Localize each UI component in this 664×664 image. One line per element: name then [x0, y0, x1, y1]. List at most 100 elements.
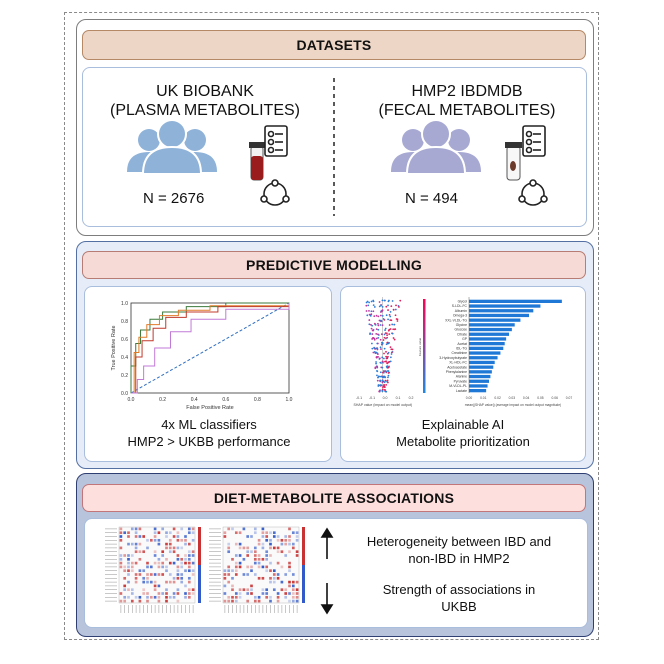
heatmap-cell [295, 592, 299, 595]
diet-header: DIET-METABOLITE ASSOCIATIONS [82, 484, 586, 512]
heatmap-cell [130, 554, 134, 557]
shap-feature-label: GP [462, 337, 468, 341]
heatmap-cell [142, 592, 146, 595]
heatmap-cell [180, 565, 184, 569]
heatmap-cell [187, 592, 191, 595]
heatmap-cell [253, 595, 257, 599]
heatmap-cell [231, 527, 234, 531]
shap-dot [383, 388, 386, 391]
shap-dot [368, 319, 371, 321]
heatmap-cell [134, 546, 138, 550]
heterogeneity-line2: non-IBD in HMP2 [408, 551, 510, 566]
heatmaps [105, 526, 305, 613]
shap-dot [398, 306, 400, 308]
heatmap-cell [138, 535, 142, 538]
heatmap-cell [265, 550, 269, 554]
heatmap-cell [165, 542, 168, 546]
heatmap-cell [295, 588, 299, 592]
heatmap-cell [284, 535, 288, 538]
strength-line1: Strength of associations in [382, 582, 536, 597]
shap-bar-tick: 0.00 [466, 396, 473, 400]
heatmap-cell [176, 599, 180, 603]
heatmap-cell [269, 580, 272, 584]
shap-dot [377, 315, 380, 318]
shap-dot [381, 376, 384, 379]
shap-beeswarm-tick: 0.0 [383, 396, 388, 400]
heatmap-cell [269, 546, 272, 550]
shap-bar [469, 370, 492, 374]
shap-dot [389, 360, 392, 363]
heatmap-cell [288, 527, 291, 531]
shap-dot [379, 375, 382, 378]
shap-bar [469, 360, 495, 365]
roc-curve [131, 303, 290, 394]
heatmap-cell [288, 535, 291, 538]
heatmap-cell [291, 595, 295, 599]
heatmap-cell [257, 599, 261, 603]
shap-dot [386, 336, 389, 339]
shap-dot [379, 371, 382, 374]
shap-bar [469, 365, 494, 369]
heatmap-cell [161, 550, 165, 554]
shap-dot [384, 327, 387, 330]
heatmap-cell [138, 595, 142, 599]
heatmap-cell [257, 565, 261, 569]
heatmap-cell [153, 584, 157, 588]
heatmap-cell [265, 535, 269, 538]
roc-ylabel: True Positive Rate [111, 325, 117, 370]
shap-dot [385, 314, 388, 317]
heatmap-cell [123, 595, 127, 599]
heatmap-cell [165, 588, 168, 592]
shap-dot [376, 356, 378, 358]
shap-dot [390, 305, 393, 308]
shap-colorbar-label: Feature value [418, 338, 422, 357]
shap-dot [370, 327, 373, 330]
heatmap-cell [130, 561, 134, 565]
heatmap-cell [184, 569, 187, 573]
heatmap-cell [142, 588, 146, 592]
heatmap-cell [253, 531, 257, 535]
shap-dot [372, 299, 375, 302]
heatmap-cell [261, 565, 265, 569]
shap-dot [377, 375, 380, 378]
roc-y-tick: 0.0 [121, 391, 128, 397]
shap-dot [394, 328, 397, 331]
heatmap-cell [153, 580, 157, 584]
shap-dot [382, 318, 385, 320]
shap-bar [469, 309, 534, 313]
shap-dot [376, 370, 379, 373]
ukb-title: UK BIOBANK (PLASMA METABOLITES) [105, 82, 305, 120]
shap-feature-label: Pyruvate [454, 379, 467, 383]
shap-dot [387, 355, 389, 358]
heatmap-cell [276, 535, 280, 538]
shap-dot [387, 372, 390, 374]
shap-feature-label: Glucose [455, 328, 468, 332]
heatmap-cell [184, 584, 187, 588]
shap-dot [387, 309, 389, 311]
shap-dot [385, 365, 388, 368]
heatmap-cell [250, 565, 253, 569]
shap-dot [395, 304, 397, 307]
shap-dot [375, 361, 377, 363]
heatmap-cell [238, 542, 242, 546]
shap-bar [469, 299, 562, 303]
heatmap-cell [291, 584, 295, 588]
heatmap-cell [127, 561, 130, 565]
heatmap-cell [234, 565, 238, 569]
heatmap-cell [176, 573, 180, 576]
shap-dot [382, 339, 385, 341]
heatmap-colorbar [302, 565, 305, 603]
shap-feature-label: Acetoacetate [447, 365, 467, 369]
shap-dot [379, 379, 382, 382]
shap-dot [381, 305, 384, 308]
shap-dot [389, 310, 392, 313]
heatmap-cell [130, 565, 134, 569]
heatmap-cell [276, 595, 280, 599]
shap-beeswarm-tick: 0.1 [396, 396, 401, 400]
shap-dot [388, 333, 391, 336]
shap-dot [373, 322, 376, 325]
heatmap-cell [184, 561, 187, 565]
heatmap-cell [149, 538, 153, 542]
heatmap-cell [250, 588, 253, 592]
